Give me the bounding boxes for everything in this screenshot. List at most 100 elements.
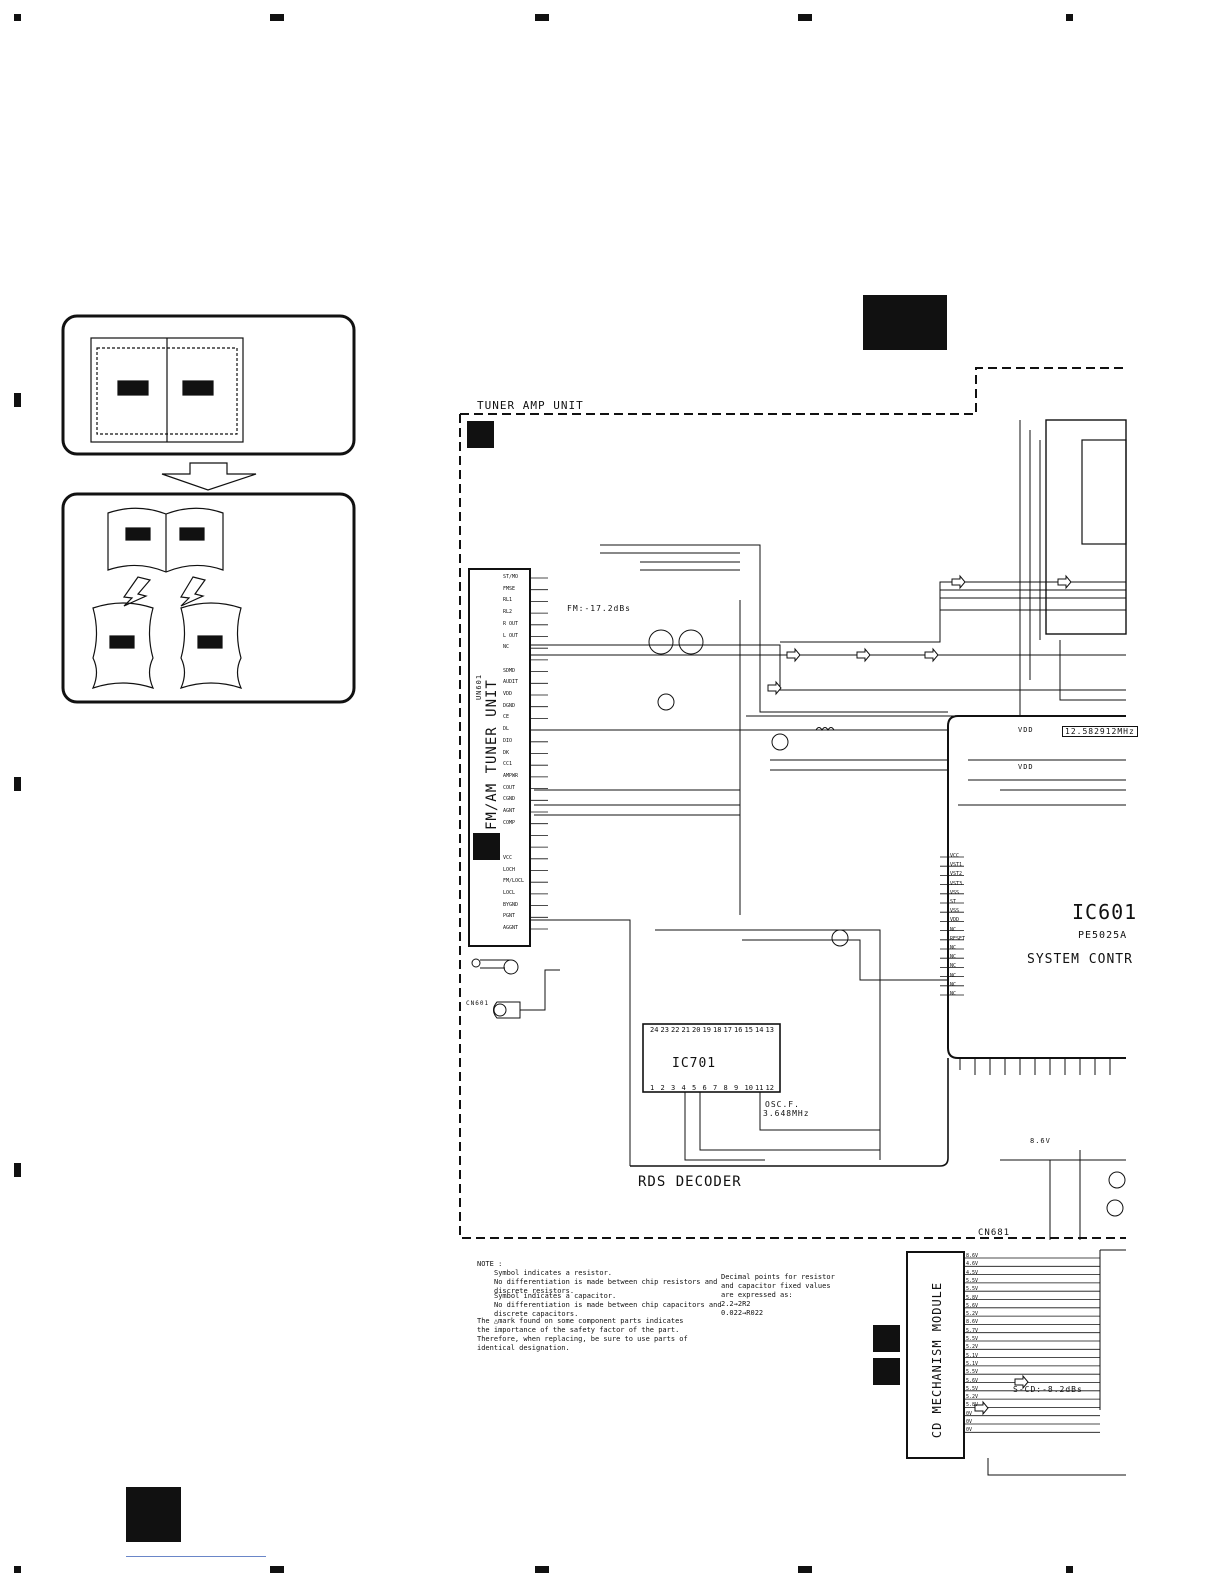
ic701-pin-number: 11 bbox=[755, 1084, 763, 1092]
ic701-pin-number: 10 bbox=[745, 1084, 753, 1092]
ic701-pin-number: 17 bbox=[724, 1026, 732, 1034]
tuner-pin-label: COUT bbox=[503, 784, 516, 791]
cd-pin-voltage: 4.6V bbox=[966, 1261, 979, 1268]
system-control-label: SYSTEM CONTR bbox=[1027, 952, 1133, 967]
tuner-pin-label: CC1 bbox=[503, 761, 513, 768]
ic701-pin-number: 1 bbox=[650, 1084, 654, 1092]
ic601-pin-label: VST2 bbox=[950, 871, 963, 878]
oscillator-label: OSC.F. bbox=[765, 1100, 800, 1109]
cn601-label: CN601 bbox=[466, 1000, 490, 1007]
tuner-pin-label: DL bbox=[503, 726, 510, 733]
cd-mechanism-module-label: CD MECHANISM MODULE bbox=[930, 1281, 944, 1439]
ic601-pin-label: NC bbox=[950, 926, 957, 933]
fm-level-label: FM:-17.2dBs bbox=[567, 604, 631, 613]
ic701-pin-number: 8 bbox=[724, 1084, 728, 1092]
tuner-pin-label: L OUT bbox=[503, 632, 519, 639]
tuner-pin-label: CE bbox=[503, 714, 510, 721]
ic701-pin-number: 15 bbox=[745, 1026, 753, 1034]
reg-mark bbox=[798, 1566, 812, 1573]
ic601-pin-label: NC bbox=[950, 972, 957, 979]
cd-level-label: S-CD:-8.2dBs bbox=[1013, 1385, 1083, 1394]
reg-mark bbox=[14, 1566, 21, 1573]
ic701-pin-number: 12 bbox=[766, 1084, 774, 1092]
note-capacitor: Symbol indicates a capacitor. No differe… bbox=[494, 1292, 722, 1318]
cd-pin-voltage: 5.2V bbox=[966, 1311, 979, 1318]
tuner-pin-label: R OUT bbox=[503, 620, 519, 627]
reg-mark bbox=[14, 393, 21, 407]
ic601-part-label: PE5025A bbox=[1078, 930, 1128, 941]
tuner-pin-label: BYGND bbox=[503, 901, 519, 908]
cd-pin-voltage: 5.1V bbox=[966, 1360, 979, 1367]
cd-pin-voltage: 5.5V bbox=[966, 1286, 979, 1293]
oscillator-frequency-label: 3.648MHz bbox=[763, 1109, 810, 1118]
cd-pin-voltage: 5.6V bbox=[966, 1377, 979, 1384]
ic701-pin-number: 24 bbox=[650, 1026, 658, 1034]
ic601-pin-label: RESET bbox=[950, 935, 966, 942]
cd-pin-voltage: 5.5V bbox=[966, 1369, 979, 1376]
ic701-pin-number: 22 bbox=[671, 1026, 679, 1034]
tuner-pin-label: VDD bbox=[503, 691, 513, 697]
tuner-pin-label: ST/MO bbox=[503, 574, 519, 580]
tuner-pin-label: CGND bbox=[503, 796, 516, 803]
ic701-pin-number: 20 bbox=[692, 1026, 700, 1034]
ic701-pin-number: 23 bbox=[661, 1026, 669, 1034]
tuner-pin-label: AGNT bbox=[503, 808, 516, 814]
tuner-pin-label: PGNT bbox=[503, 913, 516, 920]
reg-mark bbox=[14, 777, 21, 791]
ic601-pin-label: NC bbox=[950, 954, 957, 961]
ic701-pin-number: 3 bbox=[671, 1084, 675, 1092]
cn681-label: CN681 bbox=[978, 1228, 1011, 1238]
note-decimal: Decimal points for resistor and capacito… bbox=[721, 1273, 835, 1317]
reg-mark bbox=[798, 14, 812, 21]
cd-pin-voltage: 5.8V bbox=[966, 1402, 979, 1409]
ic601-label: IC601 bbox=[1072, 900, 1138, 924]
ic701-pin-number: 21 bbox=[682, 1026, 690, 1034]
tuner-pin-label: LOCH bbox=[503, 866, 516, 873]
ic701-pin-number: 19 bbox=[703, 1026, 711, 1034]
reg-mark bbox=[270, 14, 284, 21]
cd-pin-voltage: 5.5V bbox=[966, 1385, 979, 1392]
tuner-pin-label: RL1 bbox=[503, 597, 513, 604]
ic701-pin-number: 18 bbox=[713, 1026, 721, 1034]
reg-mark bbox=[14, 1163, 21, 1177]
un601-label: UN601 bbox=[475, 673, 484, 701]
sheet-connection-guide bbox=[61, 314, 356, 704]
cd-pin-voltage: 8.6V bbox=[966, 1253, 979, 1259]
unit-label-block bbox=[467, 421, 494, 448]
cd-pin-voltage: 5.2V bbox=[966, 1394, 979, 1401]
unit-label-block bbox=[873, 1358, 900, 1385]
rds-decoder-label: RDS DECODER bbox=[638, 1174, 742, 1190]
ic701-pin-number: 14 bbox=[755, 1026, 763, 1034]
ic701-pin-number: 4 bbox=[682, 1084, 686, 1092]
cd-pin-voltage: 5.8V bbox=[966, 1294, 979, 1301]
tuner-pin-label: DIO bbox=[503, 737, 513, 744]
notes-heading: NOTE : bbox=[477, 1260, 503, 1268]
ic601-pin-label: ST bbox=[950, 899, 957, 905]
cd-pin-voltage: 0V bbox=[966, 1410, 973, 1417]
ic701-label: IC701 bbox=[672, 1056, 717, 1071]
tuner-pin-label: FM/LOCL bbox=[503, 878, 525, 885]
cd-pin-voltage: 0V bbox=[966, 1419, 973, 1425]
tuner-pin-label: RL2 bbox=[503, 609, 513, 616]
reg-mark bbox=[1066, 14, 1073, 21]
ic601-pin-label: VDD bbox=[950, 917, 960, 924]
tuner-pin-label: AUDIT bbox=[503, 679, 519, 686]
cd-pin-voltage: 5.1V bbox=[966, 1352, 979, 1359]
ic601-pin-label: VCC bbox=[950, 853, 960, 859]
tuner-pin-label: NC bbox=[503, 644, 510, 651]
vdd-label: VDD bbox=[1018, 763, 1034, 771]
ic701-pin-number: 16 bbox=[734, 1026, 742, 1034]
ic601-pin-label: VSS bbox=[950, 889, 960, 896]
ic701-pin-number: 13 bbox=[766, 1026, 774, 1034]
section-label-block bbox=[863, 295, 947, 350]
ic601-pin-label: NC bbox=[950, 945, 957, 951]
ic601-pin-label: NC bbox=[950, 981, 957, 988]
cd-pin-voltage: 0V bbox=[966, 1427, 973, 1434]
fm-am-tuner-unit-label: FM/AM TUNER UNIT bbox=[484, 679, 500, 830]
page-label-block bbox=[126, 1487, 181, 1542]
ic701-pin-number: 7 bbox=[713, 1084, 717, 1092]
cd-pin-voltage: 4.5V bbox=[966, 1269, 979, 1276]
ic701-pin-number: 9 bbox=[734, 1084, 738, 1092]
cd-pin-voltage: 5.5V bbox=[966, 1336, 979, 1342]
vdd-label: VDD bbox=[1018, 726, 1034, 734]
